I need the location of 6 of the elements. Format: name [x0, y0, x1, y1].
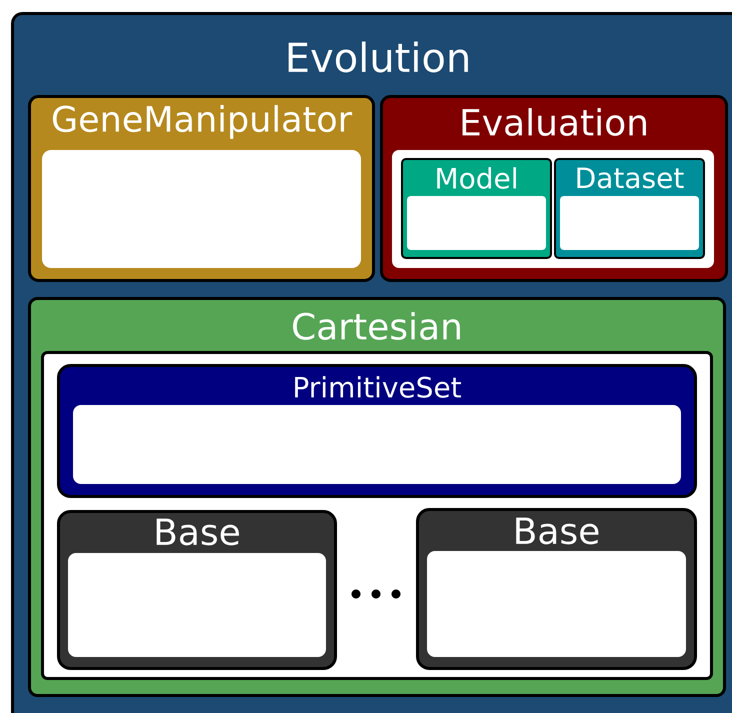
inner-panel	[73, 405, 681, 484]
inner-panel	[427, 551, 686, 657]
inner-panel	[560, 196, 699, 250]
inner-panel	[42, 150, 361, 268]
inner-panel	[407, 196, 546, 250]
inner-panel	[68, 553, 326, 657]
